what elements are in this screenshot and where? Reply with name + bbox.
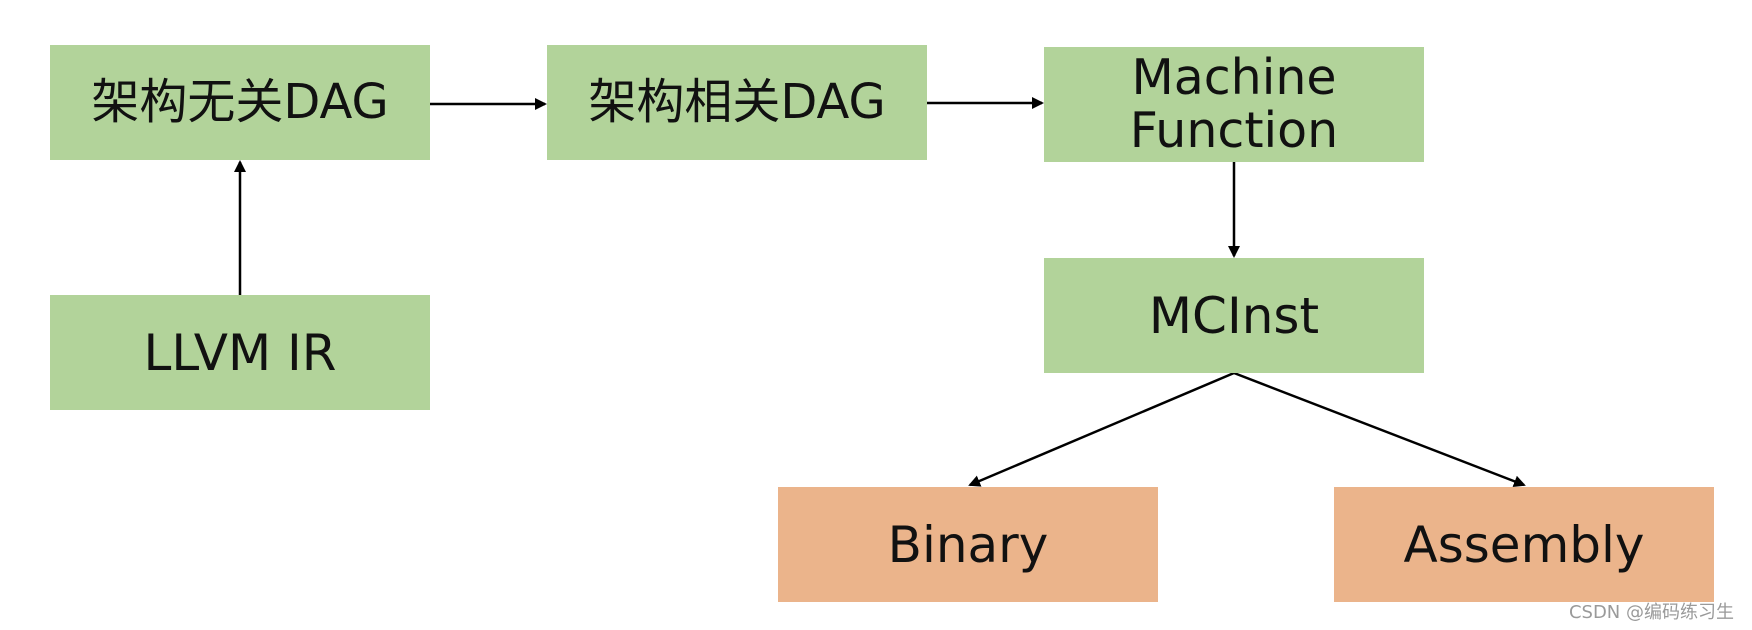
node-arch-dependent-dag: 架构相关DAG	[547, 45, 927, 160]
node-mcinst: MCInst	[1044, 258, 1424, 373]
node-label: 架构无关DAG	[91, 73, 389, 130]
watermark: CSDN @编码练习生	[1568, 602, 1734, 623]
node-label: Binary	[887, 515, 1049, 574]
node-label: LLVM IR	[143, 323, 337, 382]
node-llvm-ir: LLVM IR	[50, 295, 430, 410]
edge-mcinst-to-assembly	[1233, 371, 1526, 487]
node-label: Assembly	[1403, 515, 1645, 574]
edge-mcinst-to-binary	[968, 371, 1235, 487]
node-assembly: Assembly	[1334, 487, 1714, 602]
node-binary: Binary	[778, 487, 1158, 602]
node-label: MCInst	[1148, 286, 1320, 345]
node-label-line-2: Function	[1129, 101, 1339, 159]
node-label: 架构相关DAG	[588, 73, 886, 130]
node-machine-function: Machine Function	[1044, 47, 1424, 162]
node-arch-independent-dag: 架构无关DAG	[50, 45, 430, 160]
node-label-line-1: Machine	[1131, 48, 1337, 106]
